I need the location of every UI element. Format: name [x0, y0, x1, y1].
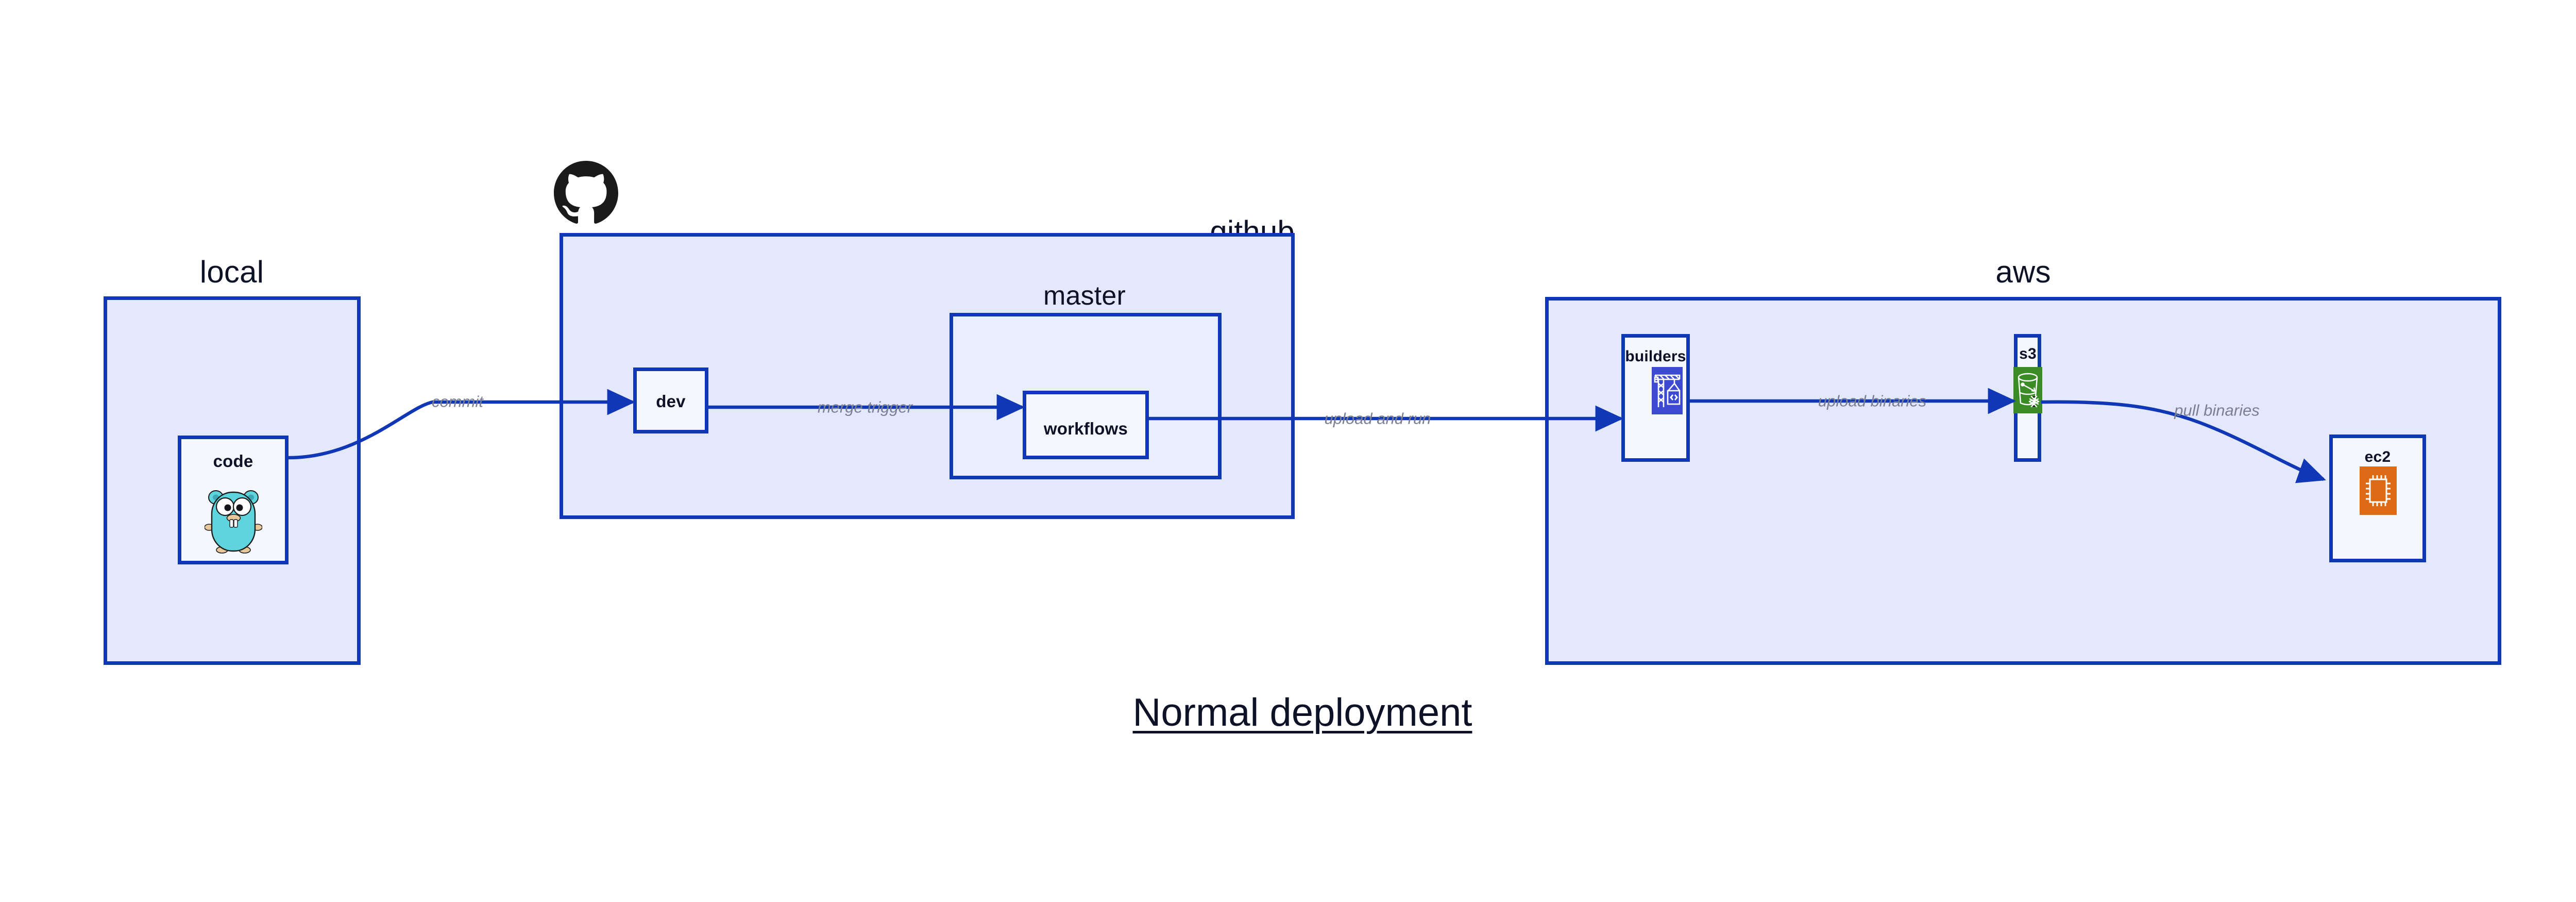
- edge-label-merge-trigger: merge trigger: [817, 398, 913, 416]
- go-gopher-icon: [181, 479, 285, 557]
- node-label-builders: builders: [1625, 348, 1686, 365]
- node-label-code: code: [213, 452, 253, 471]
- node-dev[interactable]: dev: [633, 368, 708, 433]
- aws-s3-bucket-icon: [2013, 367, 2042, 413]
- node-label-workflows: workflows: [1043, 419, 1128, 438]
- node-workflows[interactable]: workflows: [1023, 391, 1149, 459]
- node-code[interactable]: code: [178, 436, 289, 564]
- edge-label-commit: commit: [432, 392, 483, 411]
- github-octocat-icon: [554, 161, 618, 228]
- aws-codebuild-crane-icon: [1652, 367, 1683, 414]
- node-label-ec2: ec2: [2364, 448, 2391, 465]
- zone-title-aws: aws: [1995, 255, 2051, 289]
- aws-ec2-chip-icon: [2360, 466, 2397, 515]
- subzone-title-master: master: [1043, 281, 1126, 311]
- edge-label-upload-and-run: upload and run: [1324, 409, 1431, 428]
- edge-label-upload-binaries: upload binaries: [1818, 392, 1927, 410]
- edge-label-pull-binaries: pull binaries: [2174, 401, 2260, 420]
- zone-title-local: local: [199, 255, 264, 289]
- diagram-caption: Normal deployment: [1132, 691, 1472, 734]
- node-label-dev: dev: [656, 392, 686, 411]
- node-label-s3: s3: [2019, 345, 2037, 362]
